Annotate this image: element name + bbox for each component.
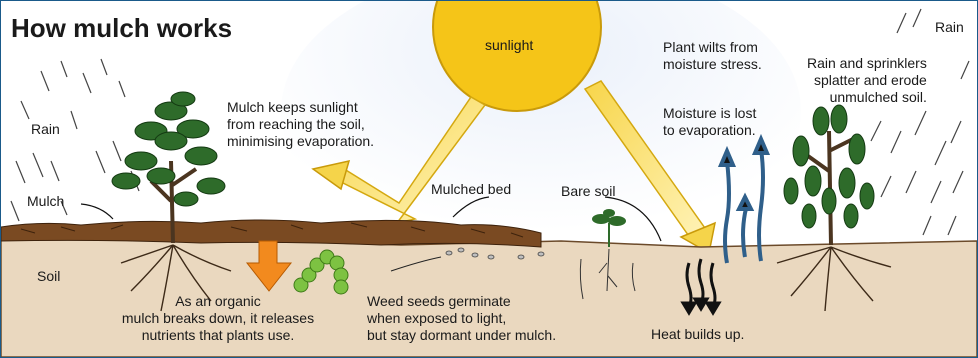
label-mulched-bed: Mulched bed [431, 181, 511, 198]
label-rain-right: Rain [935, 19, 964, 36]
label-rain-left: Rain [31, 121, 60, 138]
label-heat: Heat builds up. [651, 326, 744, 343]
label-weed-seeds: Weed seeds germinate when exposed to lig… [367, 293, 556, 344]
label-plant-wilts: Plant wilts from moisture stress. [663, 39, 762, 73]
label-mulch-keeps: Mulch keeps sunlight from reaching the s… [227, 99, 374, 150]
label-mulch: Mulch [27, 193, 64, 210]
label-moisture-lost: Moisture is lost to evaporation. [663, 105, 756, 139]
label-bare-soil: Bare soil [561, 183, 615, 200]
label-sunlight: sunlight [485, 37, 533, 54]
label-organic-mulch: As an organic mulch breaks down, it rele… [83, 293, 353, 344]
rain-right-streaks [871, 9, 969, 235]
diagram-title: How mulch works [11, 13, 232, 44]
label-soil: Soil [37, 268, 60, 285]
label-rain-sprinklers: Rain and sprinklers splatter and erode u… [807, 55, 927, 106]
